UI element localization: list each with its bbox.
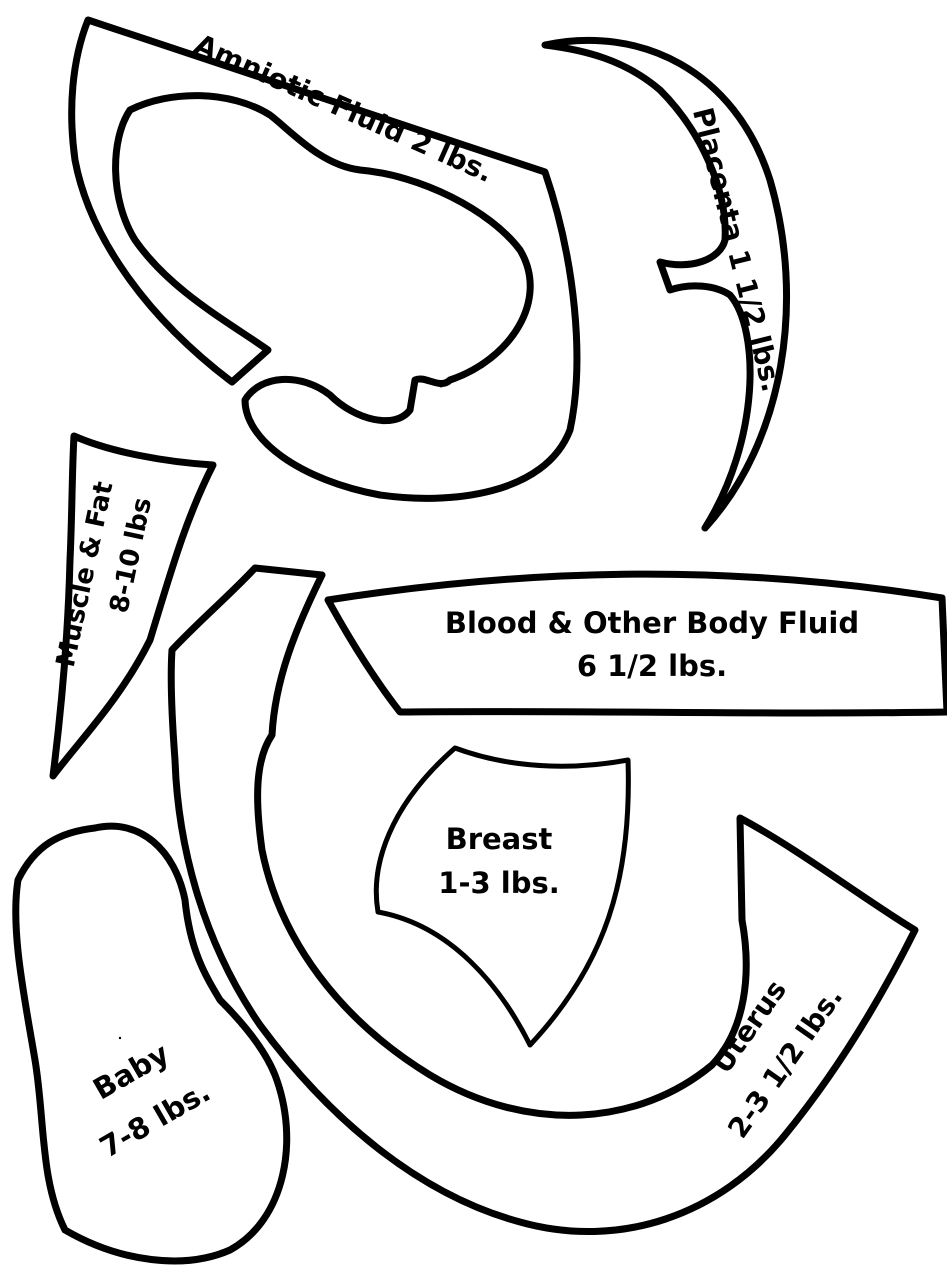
amniotic-fluid-piece: Amniotic Fluid 2 lbs. — [72, 20, 577, 498]
blood-piece: Blood & Other Body Fluid 6 1/2 lbs. — [328, 574, 947, 713]
print-speck — [439, 383, 444, 388]
breast-label-line2: 1-3 lbs. — [438, 866, 559, 900]
print-speck — [119, 1037, 121, 1039]
blood-outline — [328, 574, 947, 713]
blood-label-line2: 6 1/2 lbs. — [577, 649, 727, 683]
breast-label-line1: Breast — [446, 822, 553, 856]
breast-piece: Breast 1-3 lbs. — [376, 748, 628, 1045]
placenta-piece: Placenta 1 1/2 lbs. — [545, 40, 789, 528]
blood-label-line1: Blood & Other Body Fluid — [445, 606, 859, 640]
